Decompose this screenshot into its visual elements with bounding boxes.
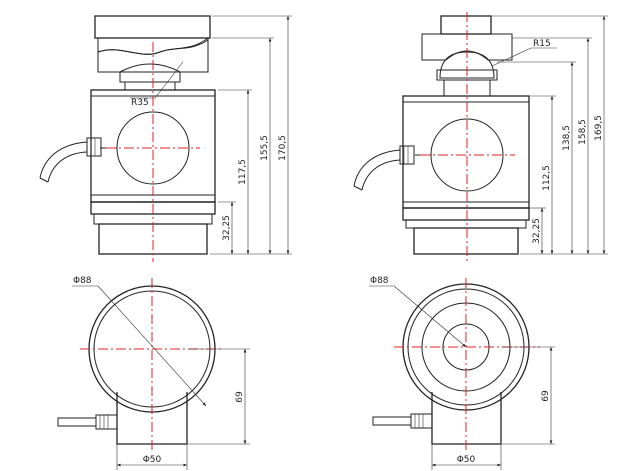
dim-body-right: 112,5: [542, 165, 552, 191]
dimensions-front-left: 170,5 155,5 117,5 32,25: [210, 15, 292, 255]
cable-top-left: [57, 417, 97, 427]
label-radius-left: R35: [131, 98, 149, 108]
dim-diameter-outer-right: Φ88: [370, 276, 389, 286]
cable-right: [353, 149, 401, 187]
base-flange-right: [402, 207, 530, 221]
dim-mid-right: 158,5: [578, 119, 588, 145]
cable-connector-right: [399, 145, 415, 165]
top-nut: [440, 15, 492, 35]
dim-total-left: 170,5: [278, 135, 288, 161]
dim-offset-left: 69: [235, 391, 245, 403]
dim-body-left: 117,5: [238, 159, 248, 185]
dimensions-front-right: 169,5 158,5 138,5 112,5 32,25: [492, 15, 608, 255]
dim-diameter-outer-left: Φ88: [73, 276, 92, 286]
cable-top-right: [372, 416, 412, 426]
dim-offset-right: 69: [541, 390, 551, 402]
label-radius-right: R15: [533, 39, 551, 49]
top-view-right: Φ88 69 Φ50: [369, 276, 555, 470]
dim-diameter-base-left: Φ50: [143, 455, 162, 465]
cable-connector: [86, 137, 102, 157]
dim-total-right: 169,5: [594, 115, 604, 141]
dim-upper-right: 138,5: [562, 125, 572, 151]
front-view-left: R35 17: [39, 15, 292, 262]
cable: [39, 141, 88, 179]
dim-mid-left: 155,5: [260, 135, 270, 161]
dim-base-right: 32,25: [532, 218, 542, 244]
base-foot-right: [413, 227, 519, 255]
top-cap: [94, 15, 211, 39]
dim-diameter-base-right: Φ50: [457, 455, 476, 465]
dim-base-left: 32,25: [222, 215, 232, 241]
front-view-right: R15: [353, 12, 608, 262]
top-view-left: Φ88 69 Φ50: [57, 276, 250, 470]
